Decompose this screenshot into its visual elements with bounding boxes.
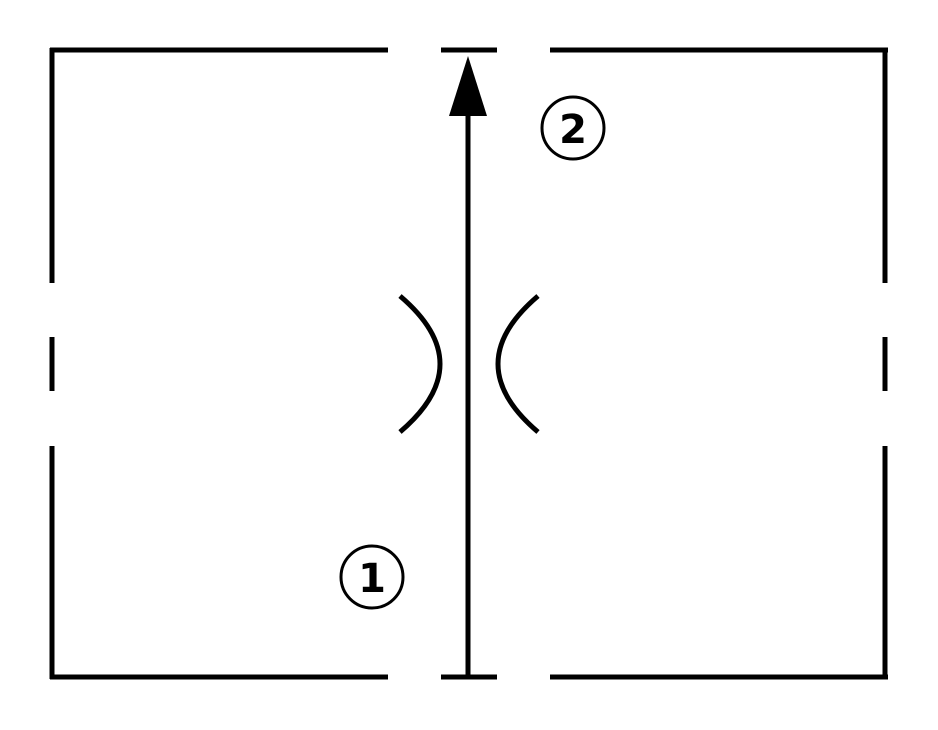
route-arrow [449,56,487,677]
marker-2: 2 [540,95,606,161]
marker-1-label: 1 [358,556,386,602]
right-room [550,47,888,680]
marker-1: 1 [339,544,405,610]
marker-2-label: 2 [559,107,587,153]
right-door-arc [495,294,540,434]
arrow-head-icon [449,56,487,116]
left-door-arc [398,294,443,434]
marker-2-circle [540,95,606,161]
marker-1-circle [339,544,405,610]
left-room [49,47,388,680]
